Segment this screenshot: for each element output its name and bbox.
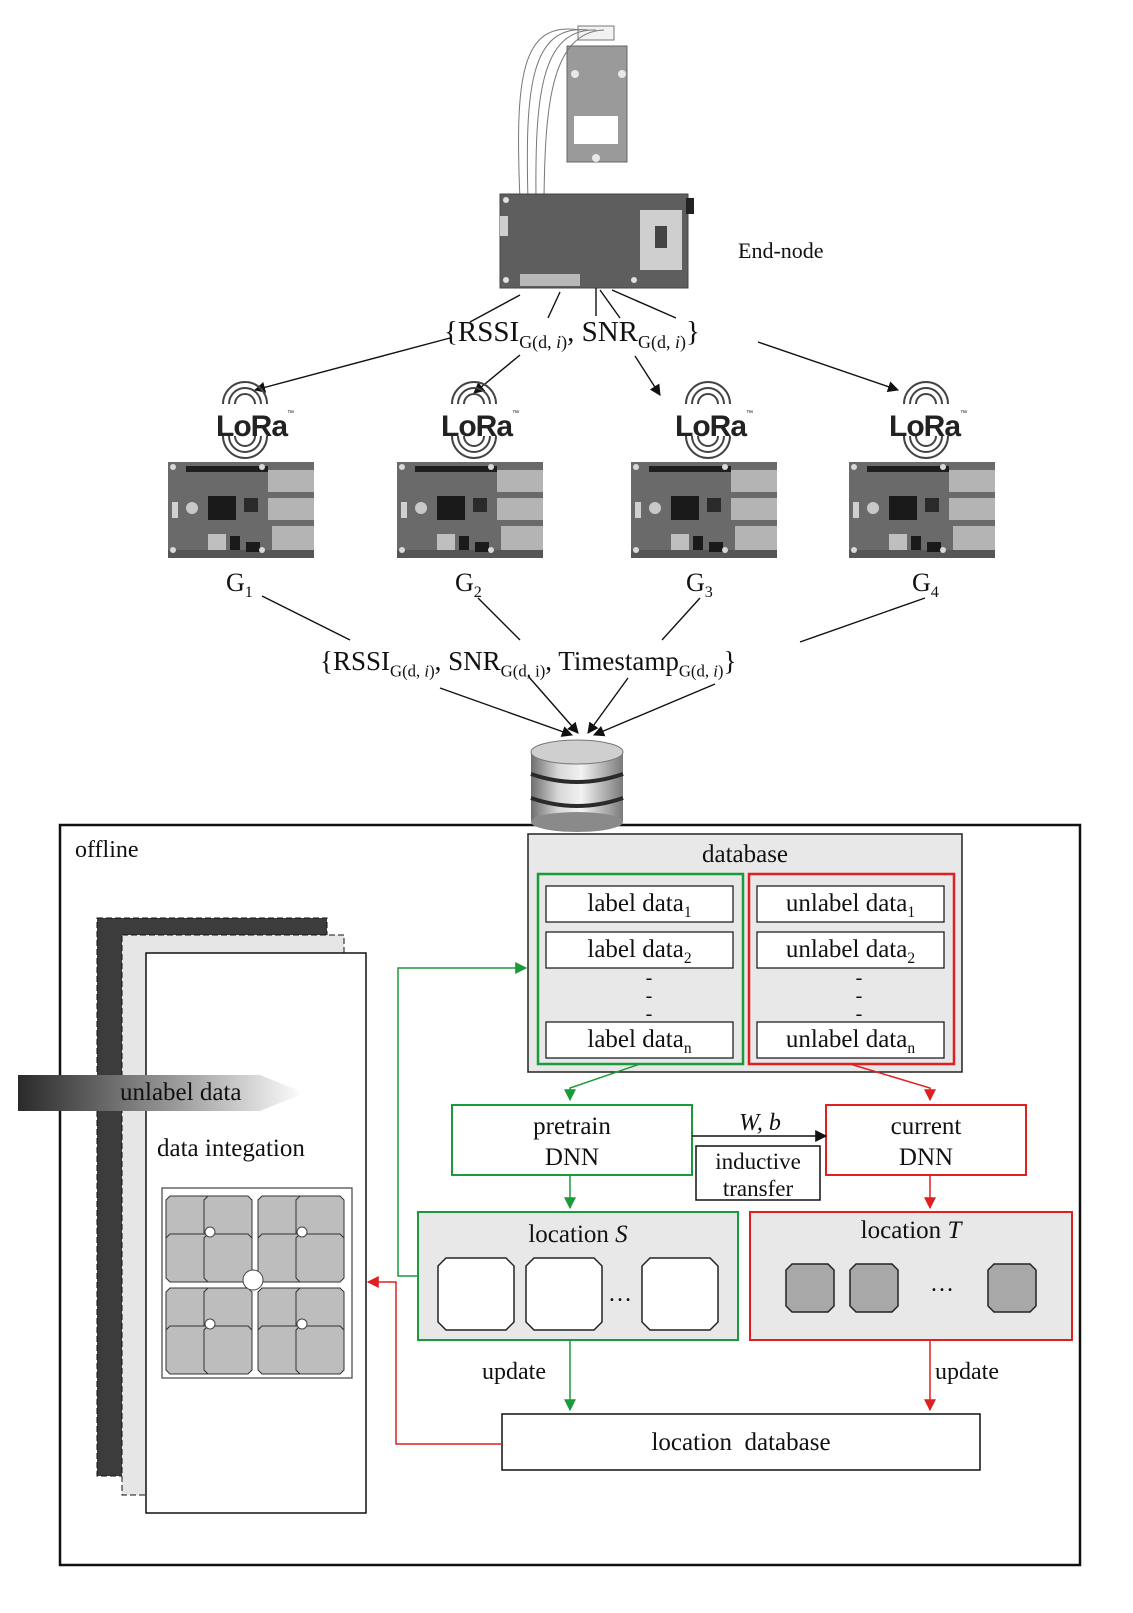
data-integration-title: data integation: [157, 1135, 305, 1162]
update-right-label: update: [935, 1359, 999, 1385]
location-t-ellipsis: …: [930, 1271, 954, 1297]
label-ellipsis-3: -: [645, 1003, 653, 1025]
transfer-line2: transfer: [722, 1176, 794, 1201]
end-node-device: [499, 25, 694, 289]
uplink-formula: {RSSIG(d, i), SNRG(d, i)}: [444, 316, 700, 352]
pretrain-dnn-box: [451, 1104, 693, 1176]
location-t-title: location T: [860, 1217, 962, 1244]
unlabel-data-n: unlabel datan: [785, 1026, 916, 1057]
unlabel-ellipsis-3: -: [855, 1003, 863, 1025]
gateway-1-label: G1: [226, 568, 253, 602]
database-title: database: [701, 841, 789, 868]
current-dnn-box: [825, 1104, 1027, 1176]
backhaul-formula: {RSSIG(d, i), SNRG(d, i), TimestampG(d, …: [320, 646, 737, 681]
unlabel-ellipsis-1: -: [855, 967, 863, 989]
gateway-2-device: [397, 381, 543, 558]
current-line2: DNN: [898, 1144, 954, 1171]
location-database-label: location database: [651, 1429, 831, 1456]
unlabel-data-1: unlabel data1: [785, 890, 916, 921]
unlabel-data-arrow-label: unlabel data: [120, 1079, 242, 1106]
offline-label: offline: [75, 837, 139, 863]
unlabel-data-arrow: [18, 1075, 305, 1111]
database-cylinder-icon: [530, 739, 624, 832]
label-ellipsis-1: -: [645, 967, 653, 989]
pretrain-line1: pretrain: [533, 1113, 611, 1140]
transfer-params: W, b: [739, 1110, 781, 1136]
update-left-label: update: [482, 1359, 546, 1385]
current-line1: current: [890, 1113, 962, 1140]
unlabel-ellipsis-2: -: [855, 985, 863, 1007]
gateway-4-label: G4: [912, 568, 939, 602]
transfer-line1: inductive: [715, 1149, 801, 1174]
gateway-3-label: G3: [686, 568, 713, 602]
label-ellipsis-2: -: [645, 985, 653, 1007]
gateway-3-device: [631, 381, 777, 558]
label-data-group: [536, 872, 745, 1066]
location-s-title: location S: [528, 1221, 628, 1248]
gateway-4-lora-logo: LoRa™: [889, 410, 967, 443]
inductive-transfer-box: [695, 1145, 821, 1201]
gateway-2-label: G2: [455, 568, 482, 602]
integration-tile-grid: [161, 1187, 353, 1379]
gateway-2-lora-logo: LoRa™: [441, 410, 519, 443]
gateway-1-device: [168, 381, 314, 558]
gateway-4-device: [849, 381, 995, 558]
pretrain-line2: DNN: [544, 1144, 600, 1171]
label-data-2: label data2: [587, 936, 692, 967]
label-data-n: label datan: [587, 1026, 692, 1057]
unlabel-data-2: unlabel data2: [785, 936, 916, 967]
gateway-3-lora-logo: LoRa™: [675, 410, 753, 443]
label-data-1: label data1: [587, 890, 692, 921]
gateway-1-lora-logo: LoRa™: [216, 410, 294, 443]
end-node-label: End-node: [738, 238, 824, 263]
location-database-box: [501, 1413, 981, 1471]
location-s-ellipsis: …: [608, 1281, 632, 1307]
